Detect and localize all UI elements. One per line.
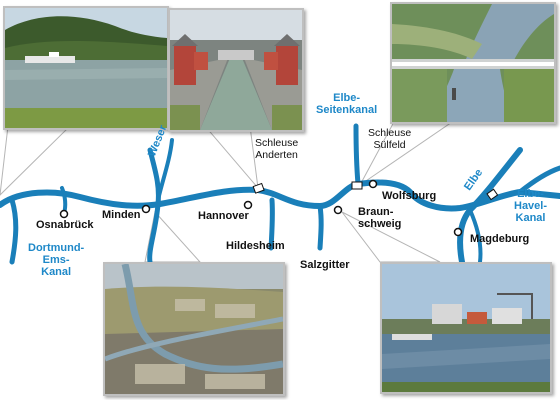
city-hildesheim: Hildesheim — [226, 240, 285, 252]
city-braunschweig: Braun- schweig — [358, 206, 402, 231]
city-magdeburg: Magdeburg — [470, 233, 530, 245]
city-wolfsburg: Wolfsburg — [382, 190, 437, 202]
lock-suelfeld-symbol — [351, 181, 363, 190]
callout-lock-chamber — [203, 125, 259, 190]
elbe-havel-kanal-label: Elbe- Havel- Kanal — [514, 188, 548, 225]
elbe-havel-line — [517, 165, 560, 195]
lock-symbols — [252, 181, 499, 201]
weser-upper — [156, 138, 174, 202]
photo-aerial-minden — [103, 262, 285, 396]
city-salzgitter: Salzgitter — [300, 259, 350, 271]
photo-ship-river — [3, 6, 169, 130]
braunschweig-dot — [333, 205, 343, 215]
ship-river-image — [5, 8, 167, 128]
city-hannover: Hannover — [198, 210, 249, 222]
lock-chamber-image — [170, 10, 302, 130]
aerial-minden-image — [105, 264, 283, 394]
lock-anderten-symbol — [252, 182, 265, 194]
mittellandkanal — [0, 179, 560, 212]
weser-line — [147, 147, 161, 265]
salzgitter-branch — [317, 203, 324, 251]
elbe-seitenkanal-line — [353, 123, 361, 187]
magdeburg-dot — [453, 227, 463, 237]
photo-canal-bridge — [390, 2, 556, 124]
lock-elbe-symbol — [486, 188, 499, 201]
elbe-seitenkanal-label: Elbe- Seitenkanal — [316, 92, 378, 117]
lock-anderten-label: Schleuse Anderten — [255, 137, 299, 161]
photo-harbor — [380, 262, 552, 394]
city-osnabrueck: Osnabrück — [36, 219, 94, 231]
callout-ship-river — [0, 125, 72, 196]
hannover-dot — [243, 200, 253, 210]
dortmund-ems-kanal-label: Dortmund- Ems- Kanal — [28, 242, 85, 279]
hildesheim-branch — [268, 197, 275, 251]
photo-lock-chamber — [168, 8, 304, 132]
city-markers — [59, 179, 463, 237]
minden-dot — [141, 204, 151, 214]
dortmund-ems-kanal-line — [9, 197, 19, 265]
lock-suelfeld-label: Schleuse Sülfeld — [368, 127, 412, 151]
photo-callouts — [0, 119, 457, 263]
elbe-branch — [468, 208, 483, 264]
wolfsburg-dot — [368, 179, 378, 189]
canal-bridge-image — [392, 4, 554, 122]
harbor-image — [382, 264, 550, 392]
osnabrueck-dot — [59, 209, 69, 219]
city-minden: Minden — [102, 209, 141, 221]
